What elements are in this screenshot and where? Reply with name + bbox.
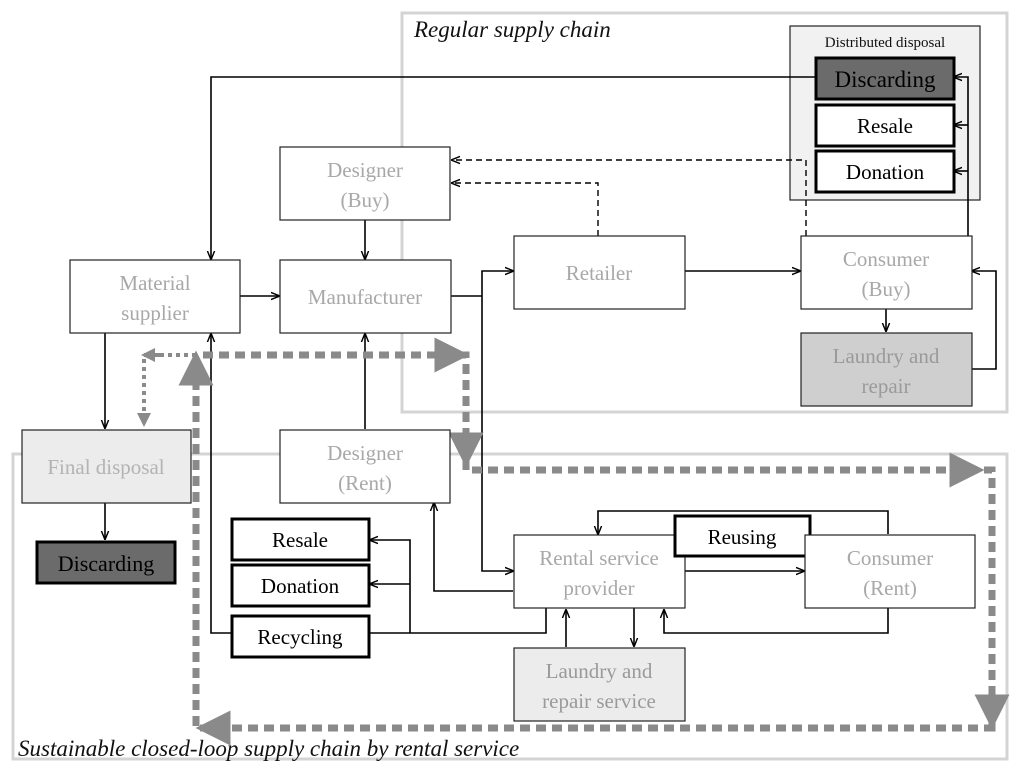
node-discarding-bottom: Discarding [35,540,177,585]
sustainable-chain-label: Sustainable closed-loop supply chain by … [18,736,519,761]
node-text: Donation [846,160,925,184]
node-rental-provider: Rental service provider [513,534,686,609]
node-text: (Buy) [862,277,911,301]
sustainable-chain-region [11,452,1009,761]
arrow-recycling-to-supplier [211,334,231,634]
node-text: Recycling [257,625,343,649]
node-text: Retailer [566,261,632,285]
dashed-retailer-to-designer [452,183,599,236]
node-final-disposal: Final disposal [21,429,192,504]
line-rental-to-recycling [370,608,547,634]
node-text: Donation [261,574,340,598]
node-designer-rent: Designer (Rent) [279,429,451,504]
node-resale-bottom: Resale [230,517,371,562]
node-manufacturer: Manufacturer [279,259,452,334]
node-discarding-top: Discarding [814,56,956,101]
regular-supply-chain-label: Regular supply chain [413,17,611,42]
arrow-rental-to-designer-rent [434,503,513,592]
node-text: Manufacturer [308,285,422,309]
node-text: repair service [542,689,656,713]
node-text: Resale [272,528,328,552]
node-resale-top: Resale [814,103,956,148]
distributed-disposal-label: Distributed disposal [825,35,945,51]
arrow-to-resale-bottom [370,540,411,633]
dotted-to-final-disposal [137,353,196,427]
arrow-discarding-to-supplier [211,76,815,259]
node-text: supplier [121,301,189,325]
node-consumer-rent: Consumer (Rent) [804,534,976,609]
arrow-consumer-to-discarding [954,77,969,236]
node-text: Reusing [708,525,777,549]
node-retailer: Retailer [513,235,686,310]
node-text: Laundry and [833,344,940,368]
node-laundry-repair-buy: Laundry and repair [800,332,973,407]
node-text: Final disposal [47,455,164,479]
arrow-to-rental-provider [481,296,513,571]
arrow-consumer-rent-return [664,608,889,634]
node-text: Consumer [847,546,933,570]
node-text: Discarding [58,551,155,576]
node-text: (Buy) [341,188,390,212]
arrow-reusing-loop [598,510,889,534]
node-text: Resale [857,114,913,138]
node-text: provider [563,576,634,600]
node-text: Designer [327,441,403,465]
node-consumer-buy: Consumer (Buy) [800,235,973,310]
node-designer-buy: Designer (Buy) [279,146,451,221]
node-recycling: Recycling [230,614,371,659]
node-reusing: Reusing [673,514,812,558]
node-text: repair [862,374,911,398]
node-text: Laundry and [546,659,653,683]
node-donation-top: Donation [814,149,956,194]
node-material-supplier: Material supplier [69,259,241,334]
node-text: Consumer [843,247,929,271]
node-text: Material [119,271,190,295]
closed-loop-right [200,351,996,728]
node-text: (Rent) [863,576,917,600]
node-text: (Rent) [338,471,392,495]
dashed-consumer-to-designer [452,160,807,236]
node-donation-bottom: Donation [230,563,371,608]
node-text: Designer [327,158,403,182]
node-laundry-repair-service: Laundry and repair service [513,647,686,722]
arrow-laundry-to-consumer [972,271,997,370]
arrow-to-retailer [481,271,513,296]
node-text: Rental service [539,546,659,570]
node-text: Discarding [835,67,936,92]
